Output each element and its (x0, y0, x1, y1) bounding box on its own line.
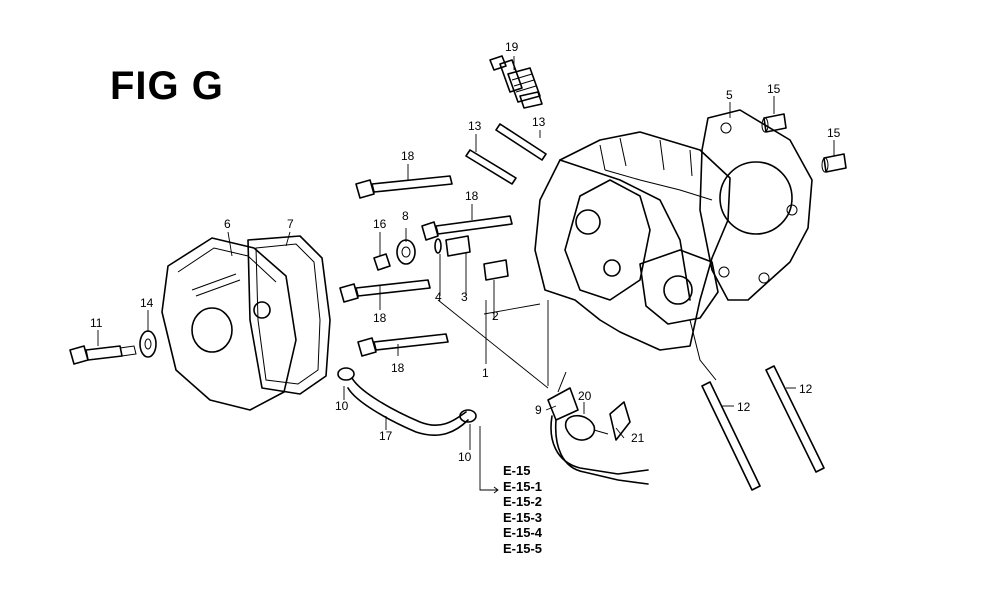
callout-12-a: 12 (737, 400, 751, 414)
callout-15-a: 15 (767, 82, 781, 96)
long-stud-1 (701, 381, 761, 491)
callout-16: 16 (373, 217, 387, 231)
callout-1: 1 (482, 366, 489, 380)
wire-clamp (565, 414, 609, 441)
spark-plug (489, 55, 543, 109)
head-bolt-2 (421, 215, 513, 241)
reference-e15[interactable]: E-15 (503, 463, 531, 478)
sealing-washer (139, 330, 157, 358)
callout-18-a: 18 (401, 149, 415, 163)
callout-21: 21 (631, 431, 645, 445)
valve-guide-2 (483, 259, 509, 281)
reference-e15-5[interactable]: E-15-5 (503, 540, 543, 556)
callout-18-d: 18 (391, 361, 405, 375)
reference-list: E-15 E-15-1 E-15-2 E-15-3 E-15-4 E-15-5 (503, 463, 542, 556)
stud-bolt-2 (495, 123, 547, 161)
reference-e15-4[interactable]: E-15-4 (503, 525, 543, 540)
long-stud-2 (765, 365, 825, 473)
head-bolt-1 (355, 175, 453, 199)
stud-bolt-1 (465, 149, 517, 185)
callout-18-c: 18 (373, 311, 387, 325)
dowel-pin-2 (821, 153, 847, 173)
head-cover-gasket (247, 235, 331, 395)
callout-2: 2 (492, 309, 499, 323)
callout-12-b: 12 (799, 382, 813, 396)
callout-8: 8 (402, 209, 409, 223)
figure-title: FIG G (110, 64, 224, 108)
flange-nut (373, 253, 391, 271)
callout-4: 4 (435, 290, 442, 304)
callout-9: 9 (535, 403, 542, 417)
cylinder-head (534, 131, 731, 381)
callout-13-b: 13 (532, 115, 546, 129)
callout-5: 5 (726, 88, 733, 102)
head-gasket (699, 109, 813, 301)
breather-tube (347, 377, 469, 436)
reference-e15-1[interactable]: E-15-1 (503, 478, 543, 494)
valve-seal-washer (396, 239, 416, 265)
head-bolt-4 (357, 333, 449, 357)
valve-guide-1 (445, 235, 471, 257)
callout-7: 7 (287, 217, 294, 231)
callout-3: 3 (461, 290, 468, 304)
callout-14: 14 (140, 296, 154, 310)
callout-13-a: 13 (468, 119, 482, 133)
cover-bolt (69, 345, 137, 365)
reference-e15-2[interactable]: E-15-2 (503, 494, 543, 509)
callout-6: 6 (224, 217, 231, 231)
oil-level-switch (547, 371, 649, 485)
tube-clip-2 (459, 409, 477, 423)
callout-10-a: 10 (335, 399, 349, 413)
callout-18-b: 18 (465, 189, 479, 203)
dowel-pin-1 (761, 113, 787, 133)
collar (434, 238, 442, 254)
callout-19: 19 (505, 40, 519, 54)
wire-clip (609, 401, 631, 441)
callout-11: 11 (90, 316, 103, 330)
head-cover (161, 237, 297, 411)
callout-17: 17 (379, 429, 393, 443)
head-bolt-3 (339, 279, 431, 303)
reference-e15-3[interactable]: E-15-3 (503, 509, 543, 525)
callout-15-b: 15 (827, 126, 841, 140)
callout-10-b: 10 (458, 450, 472, 464)
leader-lines (97, 56, 835, 494)
tube-clip-1 (337, 367, 355, 381)
callout-20: 20 (578, 389, 592, 403)
